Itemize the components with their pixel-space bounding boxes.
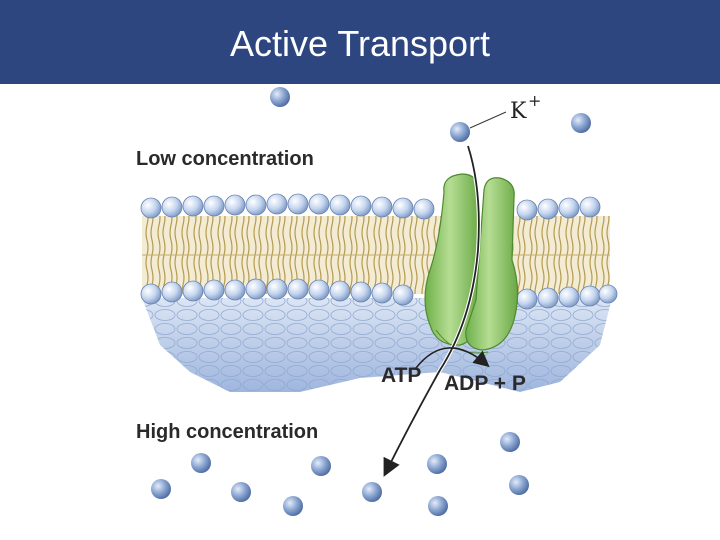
potassium-ion	[362, 482, 382, 502]
ions-low-side	[270, 87, 591, 142]
cytoplasm-region	[142, 298, 612, 392]
potassium-ion	[151, 479, 171, 499]
potassium-ion	[283, 496, 303, 516]
potassium-ion	[450, 122, 470, 142]
adp-p-label: ADP + P	[444, 372, 526, 396]
potassium-ion	[270, 87, 290, 107]
transport-protein	[425, 174, 518, 353]
potassium-ion	[500, 432, 520, 452]
atp-label: ATP	[381, 364, 421, 388]
potassium-ion	[427, 454, 447, 474]
potassium-ion	[231, 482, 251, 502]
potassium-ion	[311, 456, 331, 476]
potassium-ion	[191, 453, 211, 473]
ions-high-side	[151, 432, 529, 516]
potassium-ion	[571, 113, 591, 133]
ion-pointer-line	[470, 112, 506, 128]
ion-charge: +	[528, 91, 541, 110]
potassium-ion	[428, 496, 448, 516]
high-concentration-label: High concentration	[136, 421, 318, 444]
potassium-ion	[509, 475, 529, 495]
low-concentration-label: Low concentration	[136, 148, 314, 171]
ion-label: K	[510, 99, 527, 124]
